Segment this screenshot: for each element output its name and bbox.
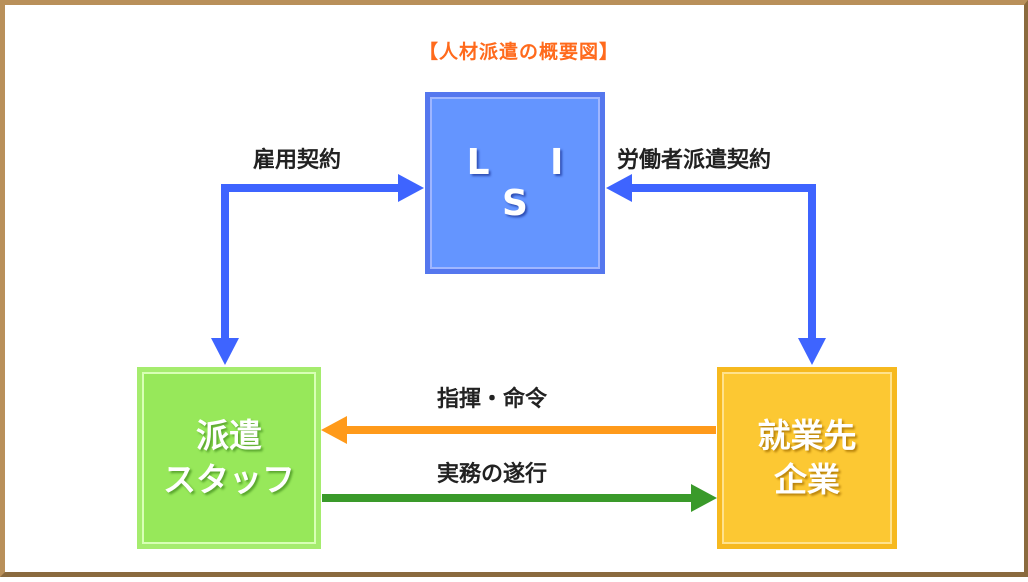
dispatch-staff-label-line1: 派遣	[196, 416, 262, 455]
dispatch-contract-label: 労働者派遣契約	[617, 148, 772, 173]
dispatch-staff-node: 派遣 スタッフ	[137, 367, 321, 549]
employment-contract-arrow	[221, 184, 400, 340]
lis-node: L I S	[425, 92, 605, 274]
client-company-node: 就業先 企業	[717, 367, 897, 549]
employment-arrowhead-to-lis	[398, 174, 424, 202]
arrows-layer	[211, 174, 826, 512]
employment-contract-label: 雇用契約	[253, 148, 342, 173]
work-execution-arrowhead	[691, 484, 717, 512]
work-execution-label: 実務の遂行	[437, 462, 548, 487]
lis-label: L I S	[466, 142, 588, 224]
dispatch-arrowhead-to-lis	[606, 174, 632, 202]
instruction-arrowhead	[321, 416, 347, 444]
diagram-title: 【人材派遣の概要図】	[418, 41, 619, 63]
dispatch-arrowhead-to-company	[798, 338, 826, 365]
dispatch-staff-label-line2: スタッフ	[163, 460, 295, 499]
client-company-label-line1: 就業先	[757, 416, 857, 455]
client-company-label-line2: 企業	[774, 460, 840, 499]
instruction-order-label: 指揮・命令	[437, 387, 548, 412]
dispatch-contract-arrow	[632, 184, 816, 340]
employment-arrowhead-to-staff	[211, 338, 239, 365]
